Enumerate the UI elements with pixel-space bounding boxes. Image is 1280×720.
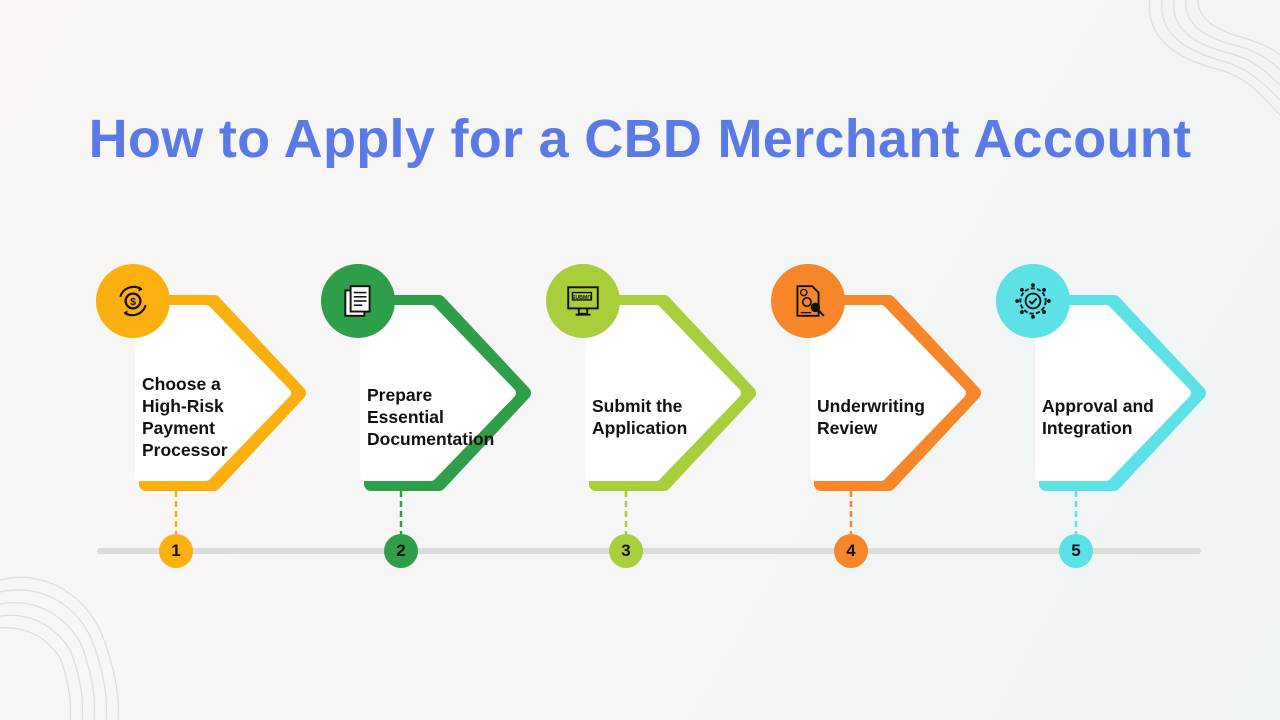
step-number: 2 <box>384 534 418 568</box>
step-label: Submit the Application <box>592 396 688 438</box>
approval-gear-icon <box>1015 283 1051 319</box>
step-label: Approval and Integration <box>1042 396 1154 438</box>
step-card-4: Underwriting Review 4 <box>771 262 996 572</box>
step-card-1: $ Choose a High-Risk Payment Processor 1 <box>96 262 321 572</box>
step-number: 1 <box>159 534 193 568</box>
page-title: How to Apply for a CBD Merchant Account <box>88 109 1192 169</box>
step-label: Prepare Essential Documentation <box>367 385 495 449</box>
svg-text:SUBMIT: SUBMIT <box>572 295 593 301</box>
step-icon-badge <box>996 264 1070 338</box>
submit-monitor-icon: SUBMIT <box>567 286 599 316</box>
decorative-waves-top-right <box>1148 0 1280 116</box>
step-card-5: Approval and Integration 5 <box>996 262 1221 572</box>
step-icon-badge <box>321 264 395 338</box>
dollar-exchange-icon: $ <box>119 285 147 317</box>
step-arrow-shape <box>1035 295 1206 534</box>
step-arrow-shape <box>585 295 756 534</box>
step-number: 3 <box>609 534 643 568</box>
step-label: Choose a High-Risk Payment Processor <box>142 374 228 460</box>
step-number: 5 <box>1059 534 1093 568</box>
step-number: 4 <box>834 534 868 568</box>
step-label: Underwriting Review <box>817 396 925 438</box>
step-arrow-shape <box>135 295 306 534</box>
step-arrow-shape <box>810 295 981 534</box>
step-icon-badge <box>771 264 845 338</box>
documents-icon <box>344 285 371 317</box>
decorative-waves-bottom-left <box>0 576 119 720</box>
step-icon-badge: $ <box>96 264 170 338</box>
timeline-bar <box>97 548 1201 554</box>
step-card-2: Prepare Essential Documentation 2 <box>321 262 546 572</box>
step-arrow-shape <box>360 295 531 534</box>
svg-text:$: $ <box>130 296 136 308</box>
step-icon-badge: SUBMIT <box>546 264 620 338</box>
certificate-search-icon <box>796 285 825 317</box>
step-card-3: SUBMIT Submit the Application 3 <box>546 262 771 572</box>
